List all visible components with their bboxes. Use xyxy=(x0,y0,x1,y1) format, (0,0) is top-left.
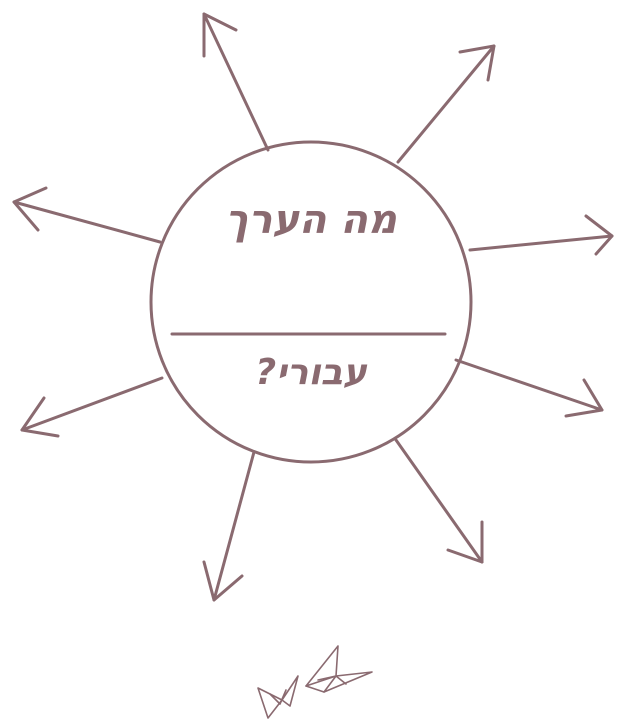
arrow-top-right xyxy=(398,46,494,162)
origami-butterflies-icon xyxy=(258,646,372,718)
arrow-bottom-left xyxy=(204,452,254,600)
arrow-right-lower xyxy=(456,360,602,416)
center-subtitle: עבורי? xyxy=(255,352,367,393)
arrow-left-lower xyxy=(22,378,162,436)
arrow-right-upper xyxy=(470,216,612,254)
center-title: מה הערך xyxy=(225,197,398,243)
center-circle xyxy=(151,142,471,462)
arrow-bottom-right xyxy=(396,440,482,562)
arrow-top-left xyxy=(204,14,268,150)
arrow-left-upper xyxy=(14,188,160,242)
